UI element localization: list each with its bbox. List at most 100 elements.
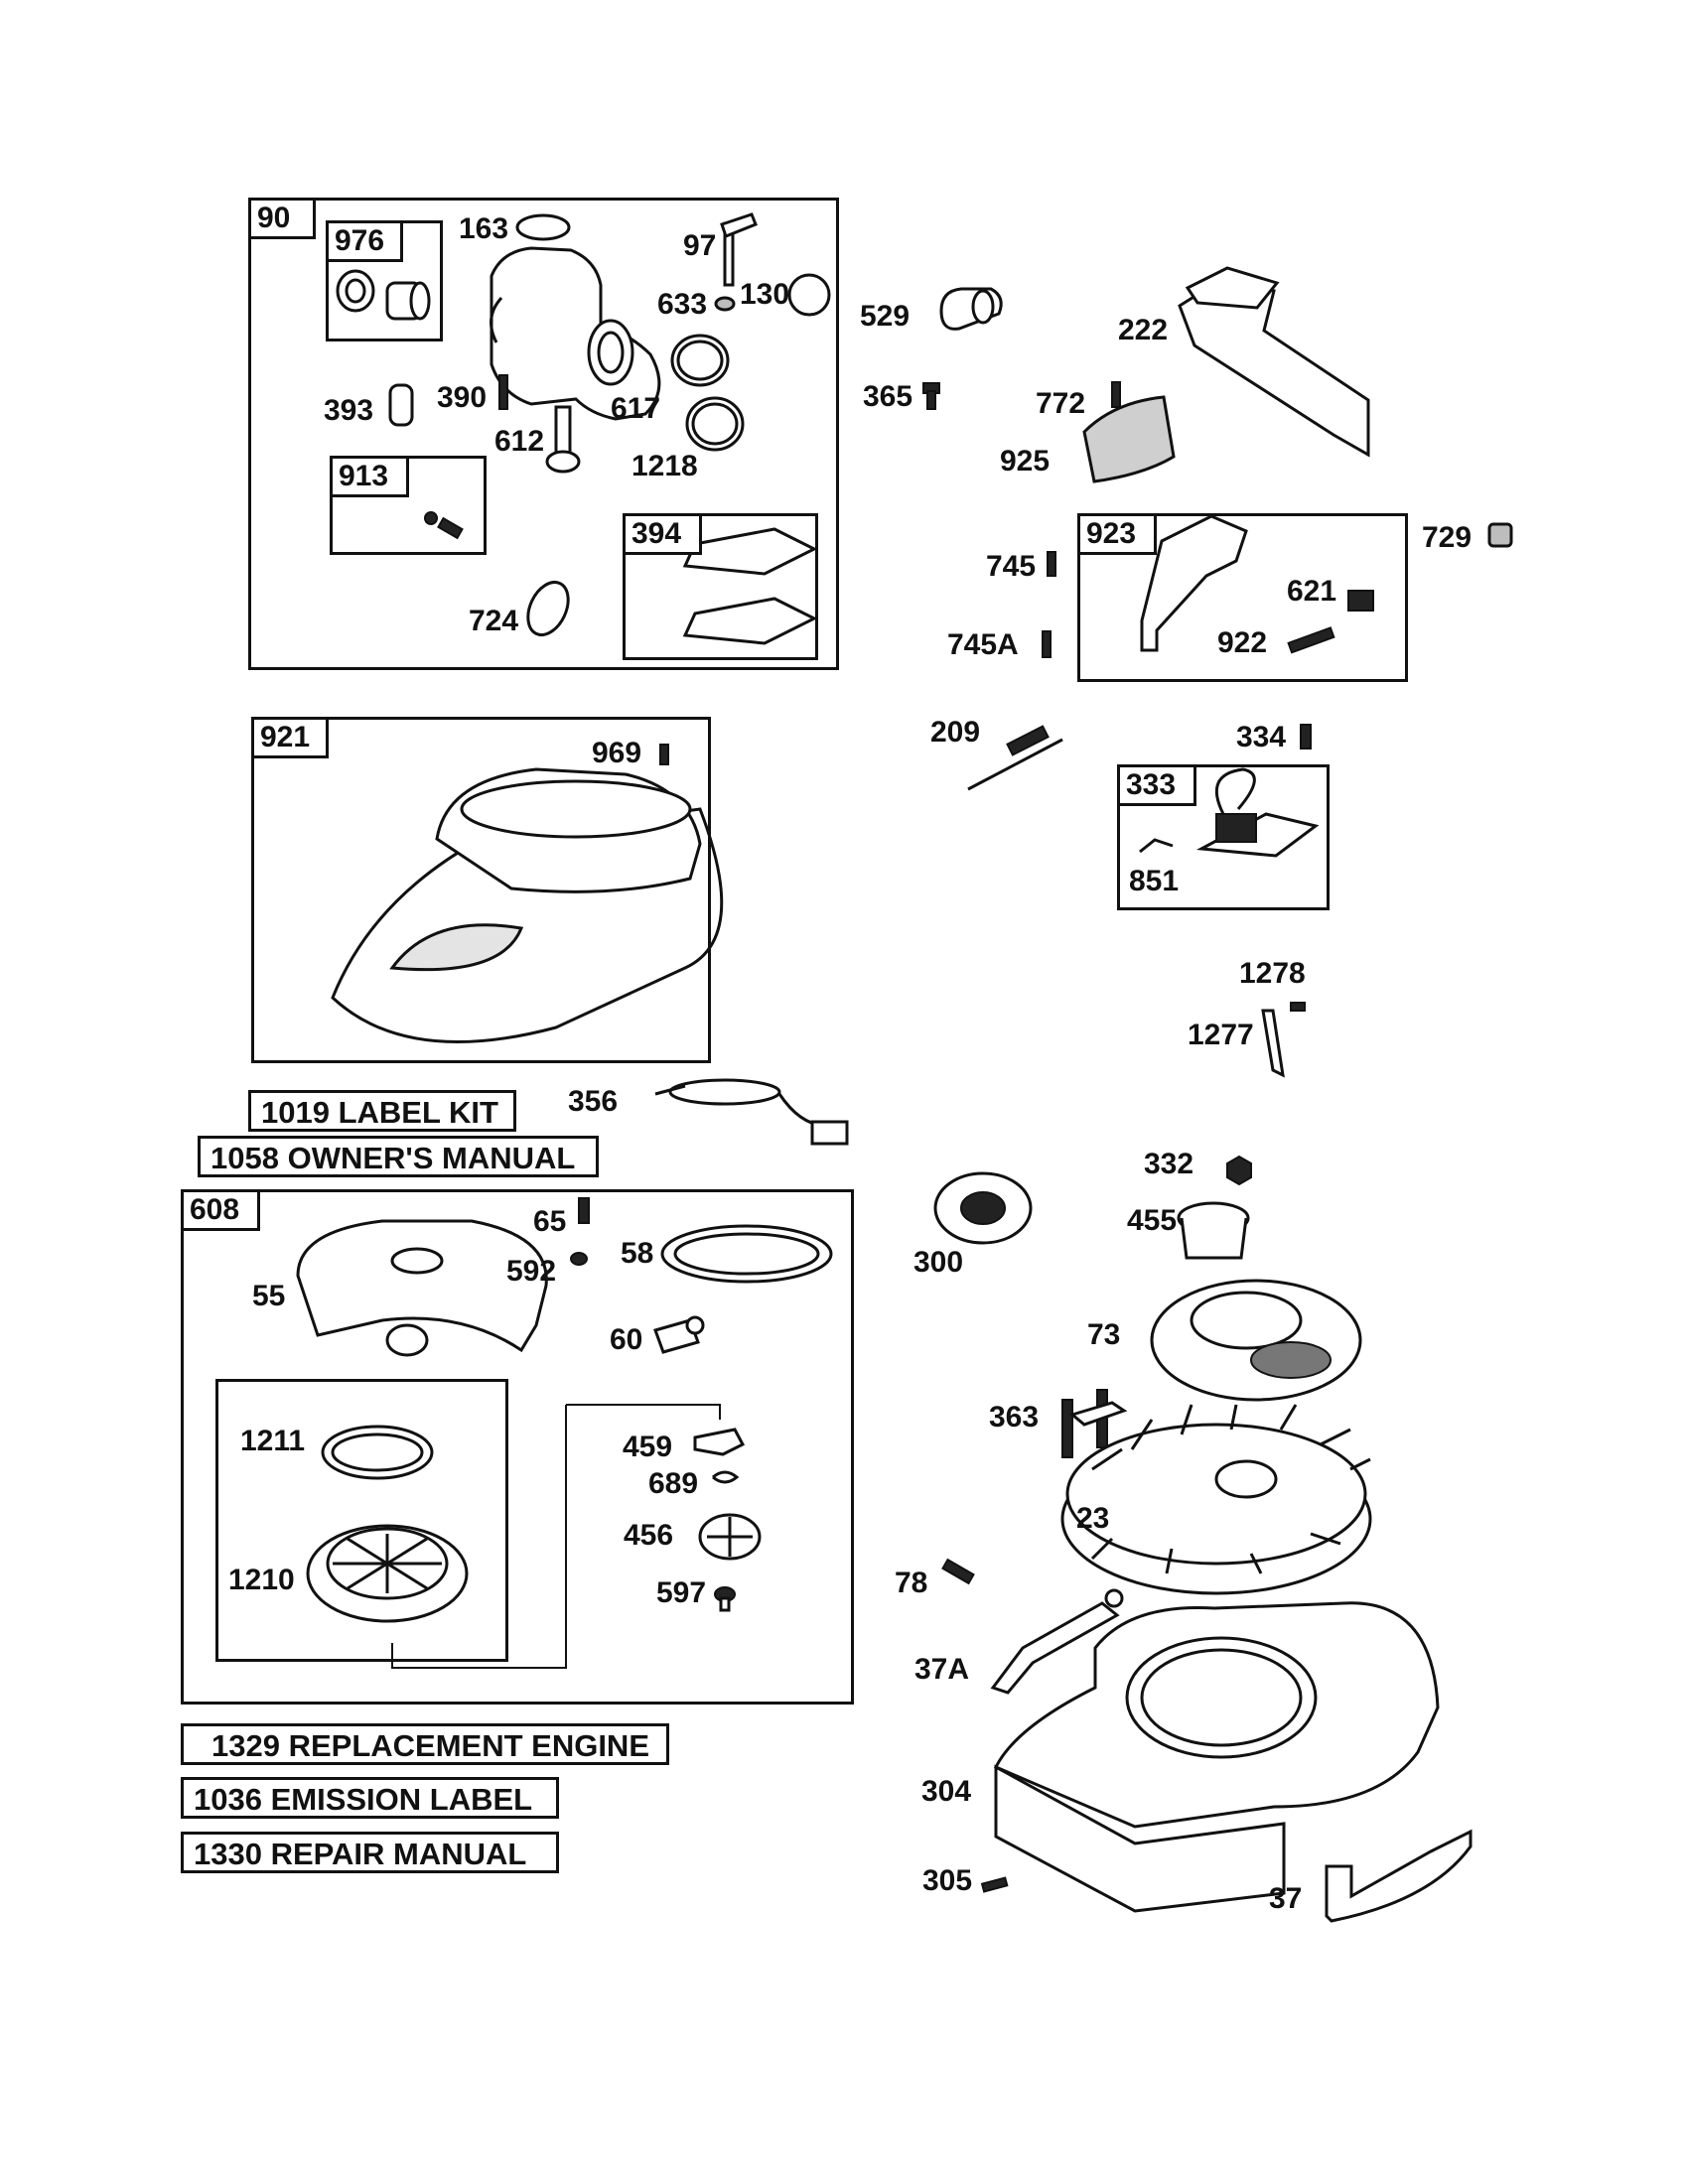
part-label-459: 459	[623, 1431, 673, 1463]
part-label-922: 922	[1217, 626, 1268, 659]
part-label-393: 393	[324, 394, 374, 427]
part-label-97: 97	[683, 229, 717, 262]
spring-922	[1287, 626, 1335, 654]
nut-729	[1487, 522, 1513, 548]
part-label-60: 60	[610, 1323, 643, 1356]
screw-969	[659, 744, 669, 765]
screw-1278	[1290, 1002, 1306, 1012]
blower-housing-921	[331, 767, 724, 1044]
part-label-73: 73	[1087, 1318, 1121, 1351]
lever-923	[1140, 514, 1248, 652]
part-label-222: 222	[1118, 314, 1169, 346]
group-box-608	[181, 1189, 854, 1705]
group-label-913: 913	[330, 456, 409, 497]
part-label-689: 689	[648, 1467, 699, 1500]
pin-1277	[1261, 1009, 1285, 1078]
group-box-90	[248, 198, 839, 670]
part-label-455: 455	[1127, 1204, 1178, 1237]
nut-592	[570, 1252, 588, 1266]
part-label-390: 390	[437, 381, 488, 414]
part-label-724: 724	[469, 605, 519, 637]
nut-455	[1177, 1201, 1250, 1260]
part-label-58: 58	[621, 1237, 654, 1270]
part-label-334: 334	[1236, 721, 1287, 753]
group-box-starter-inner	[215, 1379, 508, 1662]
group-box-333	[1117, 764, 1330, 910]
screw-597	[714, 1586, 736, 1612]
part-label-300: 300	[913, 1246, 964, 1279]
group-label-921: 921	[251, 717, 329, 758]
part-label-456: 456	[624, 1519, 674, 1552]
gasket-1218	[685, 396, 745, 452]
part-label-969: 969	[592, 737, 642, 769]
part-label-925: 925	[1000, 445, 1051, 478]
part-label-851: 851	[1129, 865, 1180, 897]
group-label-394: 394	[623, 513, 702, 555]
part-label-1218: 1218	[632, 450, 698, 482]
screen-73	[1150, 1279, 1362, 1402]
part-label-37: 37	[1269, 1882, 1303, 1915]
emission-label-1036: 1036 EMISSION LABEL	[181, 1777, 559, 1819]
ground-wire-851	[1139, 838, 1174, 854]
gasket-163	[515, 213, 571, 241]
carburetor-drawing	[490, 246, 661, 474]
clip-689	[712, 1470, 740, 1484]
part-label-612: 612	[494, 425, 545, 458]
blower-housing-304	[993, 1601, 1440, 1913]
screw-772	[1111, 381, 1121, 408]
part-label-163: 163	[459, 212, 509, 245]
part-label-1211: 1211	[240, 1425, 306, 1457]
part-label-365: 365	[863, 380, 913, 413]
part-label-304: 304	[921, 1775, 972, 1808]
part-label-1277: 1277	[1188, 1019, 1254, 1051]
screw-65	[578, 1197, 590, 1224]
pawl-459	[693, 1428, 746, 1456]
screw-305	[980, 1876, 1009, 1893]
group-label-923: 923	[1077, 513, 1157, 555]
bracket-222	[1178, 266, 1370, 458]
group-label-333: 333	[1117, 764, 1196, 806]
part-label-745a: 745A	[947, 628, 1019, 661]
part-label-356: 356	[568, 1085, 619, 1118]
replacement-engine-1329: 1329 REPLACEMENT ENGINE	[181, 1723, 669, 1765]
brake-363	[1061, 1389, 1128, 1458]
bushing-976	[336, 269, 431, 321]
group-label-90: 90	[248, 198, 316, 239]
screw-913	[424, 511, 464, 540]
label-kit-1019: 1019 LABEL KIT	[248, 1090, 516, 1132]
part-label-621: 621	[1287, 575, 1337, 608]
part-label-633: 633	[657, 288, 708, 321]
screw-745a	[1042, 630, 1052, 658]
part-label-305: 305	[922, 1864, 973, 1897]
pulley-1210	[306, 1524, 469, 1623]
clutch-300	[933, 1171, 1033, 1245]
handle-60	[653, 1315, 705, 1354]
part-label-65: 65	[533, 1205, 567, 1238]
link-lines	[391, 1404, 721, 1669]
elbow-529	[939, 287, 1003, 331]
plate-130	[787, 273, 831, 317]
stop-wire-356	[654, 1078, 849, 1146]
part-label-55: 55	[252, 1280, 286, 1312]
part-label-1278: 1278	[1239, 957, 1306, 990]
seal-633	[714, 296, 736, 312]
rope-58	[660, 1224, 833, 1284]
part-label-209: 209	[930, 716, 981, 749]
group-label-976: 976	[326, 220, 403, 262]
part-label-592: 592	[506, 1255, 557, 1288]
group-box-921	[251, 717, 711, 1063]
diaphragm-394	[682, 527, 818, 645]
part-label-37a: 37A	[914, 1653, 970, 1686]
oring-724	[526, 581, 570, 636]
switch-621	[1347, 590, 1374, 612]
spring-209	[967, 725, 1063, 791]
part-label-78: 78	[895, 1567, 928, 1599]
ignition-module-333	[1195, 767, 1320, 858]
nut-332	[1226, 1155, 1252, 1186]
group-box-394	[623, 513, 818, 660]
baffle-37	[1325, 1829, 1473, 1923]
part-label-597: 597	[656, 1576, 707, 1609]
part-label-130: 130	[740, 278, 790, 311]
